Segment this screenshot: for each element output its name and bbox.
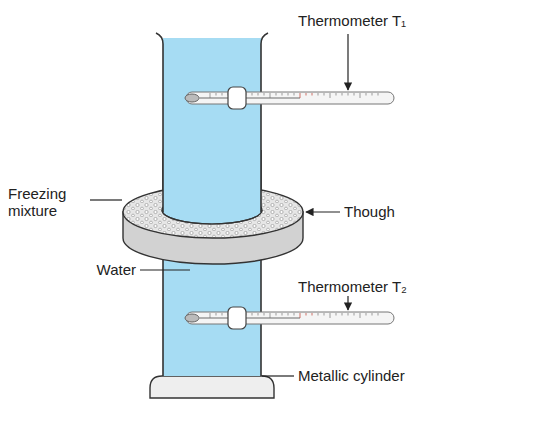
clamp [228,307,246,329]
leader-line [140,269,190,270]
leader-line [347,296,348,310]
thermometer [185,87,394,109]
cylinder-base [150,376,274,398]
leader-line [262,375,294,376]
leader-line [90,199,122,200]
thermometer-label: Thermometer T₂ [298,278,407,295]
part-label: Water [97,261,136,278]
clamp [228,87,246,109]
leader-line [347,34,348,90]
thermometer-label: Thermometer T₁ [298,12,406,29]
water-column [163,38,261,376]
thermometer [185,307,394,329]
part-label: Though [344,203,395,220]
leader-line [306,211,340,212]
part-label: Freezing mixture [8,185,86,219]
water-column [163,150,261,210]
part-label: Metallic cylinder [298,367,405,384]
